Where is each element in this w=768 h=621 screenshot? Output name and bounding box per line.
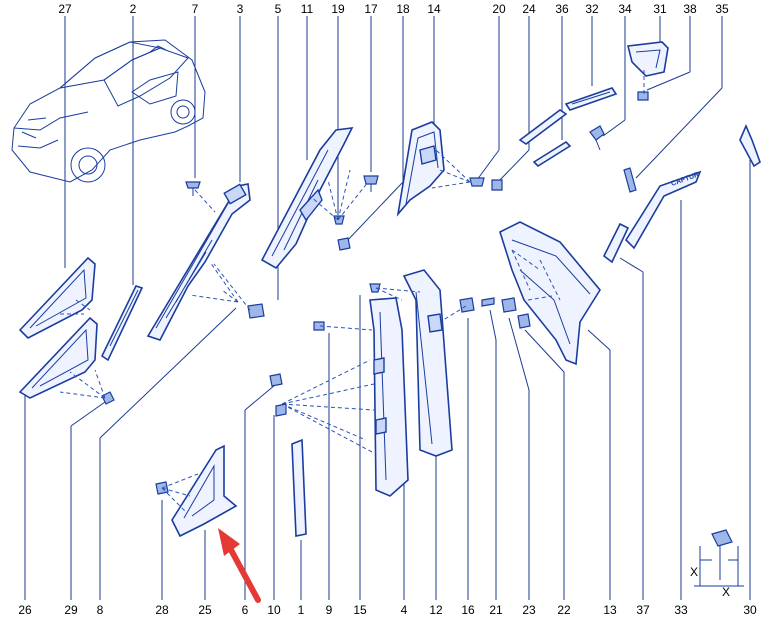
part-13-panel bbox=[499, 221, 601, 366]
vehicle-outline-icon bbox=[11, 39, 206, 183]
part-9-clip bbox=[313, 321, 325, 331]
part-15-screw bbox=[369, 283, 381, 293]
bottom-number-15: 15 bbox=[353, 603, 367, 617]
bottom-part-numbers: 26 29 8 28 25 6 10 1 9 15 4 12 16 21 23 22 13 37 33 30 bbox=[18, 603, 757, 617]
top-leader-lines bbox=[64, 16, 723, 300]
bottom-number-37: 37 bbox=[636, 603, 650, 617]
part-7-screw bbox=[185, 181, 201, 196]
bottom-number-1: 1 bbox=[298, 603, 305, 617]
bottom-number-9: 9 bbox=[326, 603, 333, 617]
dimension-x-right: X bbox=[722, 585, 730, 599]
top-number-7: 7 bbox=[192, 2, 199, 16]
bottom-number-30: 30 bbox=[743, 603, 757, 617]
part-1-strip bbox=[291, 438, 307, 537]
part-4-panel bbox=[369, 297, 409, 497]
dashed-links-15 bbox=[281, 287, 467, 453]
top-number-35: 35 bbox=[715, 2, 729, 16]
dashed-links-13 bbox=[511, 249, 561, 301]
top-number-3: 3 bbox=[237, 2, 244, 16]
part-31-bracket bbox=[627, 41, 669, 77]
bottom-number-23: 23 bbox=[522, 603, 536, 617]
bottom-number-29: 29 bbox=[64, 603, 78, 617]
part-27-quarter-glass bbox=[18, 256, 96, 339]
part-12-panel bbox=[402, 269, 453, 457]
part-24-strip bbox=[518, 109, 568, 145]
top-number-32: 32 bbox=[585, 2, 599, 16]
top-number-38: 38 bbox=[683, 2, 697, 16]
top-number-31: 31 bbox=[653, 2, 667, 16]
bottom-number-13: 13 bbox=[603, 603, 617, 617]
part-20-clip bbox=[469, 177, 485, 187]
bottom-number-22: 22 bbox=[557, 603, 571, 617]
part-37-strip bbox=[602, 222, 630, 264]
part-30-small-trim bbox=[739, 123, 761, 168]
top-number-20: 20 bbox=[492, 2, 506, 16]
top-number-11: 11 bbox=[301, 2, 314, 16]
part-17-screw bbox=[363, 175, 379, 192]
bottom-number-8: 8 bbox=[97, 603, 104, 617]
part-19-screw bbox=[333, 215, 345, 225]
top-number-24: 24 bbox=[522, 2, 536, 16]
part-36-strip bbox=[532, 140, 572, 168]
top-number-17: 17 bbox=[364, 2, 378, 16]
top-number-2: 2 bbox=[130, 2, 137, 16]
part-38-clip bbox=[637, 91, 649, 101]
dashed-links-14 bbox=[431, 149, 471, 189]
part-2-strip bbox=[100, 285, 144, 362]
fastener-dimension-icon: X X bbox=[690, 529, 744, 599]
bottom-number-10: 10 bbox=[267, 603, 281, 617]
bottom-number-16: 16 bbox=[461, 603, 475, 617]
part-16-clip bbox=[459, 297, 475, 313]
bottom-number-26: 26 bbox=[18, 603, 32, 617]
dashed-links-25 bbox=[161, 473, 199, 513]
part-18-clip bbox=[337, 237, 351, 251]
dimension-x-left: X bbox=[690, 565, 698, 579]
part-23-clip bbox=[501, 297, 517, 313]
part-5-clip bbox=[247, 303, 265, 319]
part-29-clip bbox=[101, 391, 115, 405]
part-34-screw bbox=[589, 125, 605, 151]
bottom-number-33: 33 bbox=[674, 603, 688, 617]
part-22-clip bbox=[517, 313, 531, 329]
top-number-19: 19 bbox=[331, 2, 345, 16]
bottom-number-4: 4 bbox=[401, 603, 408, 617]
part-24-clip bbox=[491, 179, 503, 191]
part-26-quarter-glass bbox=[18, 316, 98, 399]
top-number-5: 5 bbox=[275, 2, 282, 16]
bottom-number-25: 25 bbox=[198, 603, 212, 617]
bottom-leader-lines bbox=[24, 160, 751, 600]
part-32-strip bbox=[564, 87, 618, 111]
part-25-triangle-trim bbox=[171, 444, 238, 538]
part-10-clip bbox=[275, 403, 287, 417]
top-number-18: 18 bbox=[396, 2, 410, 16]
top-number-36: 36 bbox=[555, 2, 569, 16]
top-number-34: 34 bbox=[618, 2, 632, 16]
top-number-27: 27 bbox=[58, 2, 72, 16]
part-35-screw bbox=[623, 167, 637, 193]
bottom-number-12: 12 bbox=[429, 603, 443, 617]
red-arrow-icon bbox=[218, 528, 261, 603]
part-21-screw bbox=[481, 297, 495, 307]
part-33-emblem-strip: CAPTUR bbox=[624, 170, 702, 250]
top-number-14: 14 bbox=[427, 2, 441, 16]
part-3-pillar-trim bbox=[146, 183, 251, 341]
part-6-clip bbox=[269, 373, 283, 387]
dashed-links-26 bbox=[59, 299, 106, 399]
bottom-number-28: 28 bbox=[155, 603, 169, 617]
part-14-bracket bbox=[396, 121, 445, 217]
bottom-number-6: 6 bbox=[242, 603, 249, 617]
part-11-trim bbox=[260, 127, 354, 270]
dashed-links-3 bbox=[189, 189, 251, 311]
bottom-number-21: 21 bbox=[489, 603, 503, 617]
